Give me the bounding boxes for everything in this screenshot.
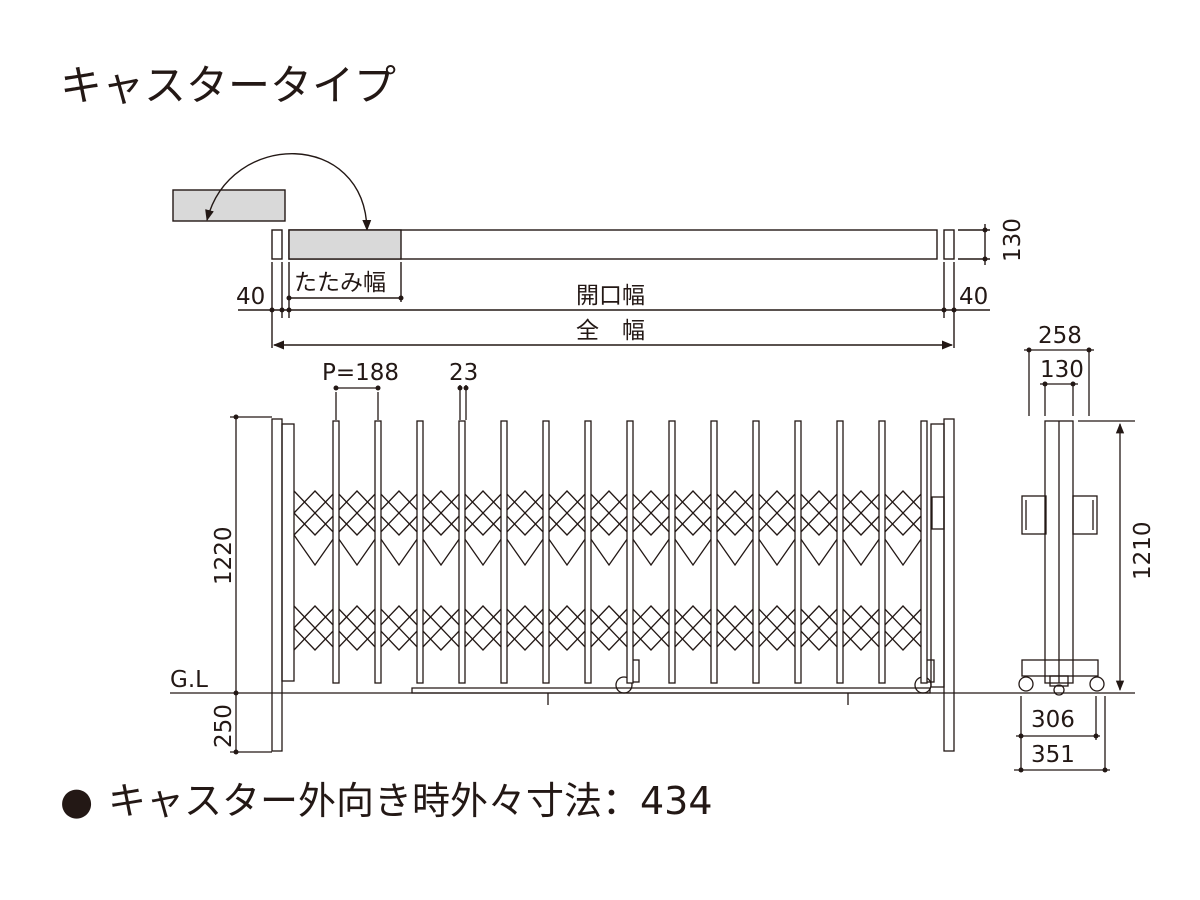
swing-arrow (205, 153, 372, 232)
footnote-bullet: ● (60, 779, 93, 823)
ground-label: G.L (170, 667, 208, 693)
side-caster-right (1089, 676, 1105, 692)
embed-depth-label: 250 (211, 704, 237, 748)
plan-right-post (943, 229, 955, 260)
bar-width-label: 23 (449, 360, 478, 386)
gate-bar (542, 420, 550, 684)
gate-bars (332, 420, 928, 684)
gate-bar (710, 420, 718, 684)
plan-left-post (271, 229, 283, 260)
front-dim-dots (233, 385, 469, 755)
side-caster-center (1053, 684, 1065, 696)
gate-bar (416, 420, 424, 684)
latch-box (931, 496, 945, 530)
front-right-post (943, 418, 955, 752)
gate-bar (878, 420, 886, 684)
front-right-frame (930, 423, 945, 688)
folded-width-label: たたみ幅 (294, 270, 386, 296)
plan-folded-section (288, 229, 402, 260)
caster-wheel-left (615, 676, 633, 694)
gate-bar (500, 420, 508, 684)
side-base (1021, 659, 1099, 677)
plan-depth-label: 130 (1000, 218, 1026, 262)
right-clearance-label: 40 (959, 284, 988, 310)
front-left-frame (281, 423, 295, 682)
side-caster-left (1018, 676, 1034, 692)
side-depth-total-label: 258 (1038, 323, 1082, 349)
side-height-label: 1210 (1130, 521, 1156, 580)
gate-bar (626, 420, 634, 684)
opening-width-label: 開口幅 (576, 283, 645, 309)
folded-block-alt (172, 189, 286, 222)
gate-bar (752, 420, 760, 684)
total-width-label: 全 幅 (576, 318, 645, 344)
gate-bar (374, 420, 382, 684)
left-clearance-label: 40 (236, 284, 265, 310)
side-dim-dots (1018, 347, 1108, 773)
plan-view (172, 153, 990, 350)
side-view (1014, 349, 1135, 772)
gate-bar (920, 420, 928, 684)
bottom-track (411, 687, 931, 694)
gate-height-label: 1220 (211, 526, 237, 585)
caster-inner-label: 306 (1031, 707, 1075, 733)
plan-dim-dots (269, 227, 988, 313)
page-title: キャスタータイプ (60, 61, 396, 110)
gate-bar (584, 420, 592, 684)
gate-bar (836, 420, 844, 684)
gate-bar (332, 420, 340, 684)
footnote-text: キャスター外向き時外々寸法：434 (108, 779, 713, 823)
caster-outer-label: 351 (1031, 742, 1075, 768)
side-handle-left (1021, 495, 1047, 535)
side-handle-right (1072, 495, 1098, 535)
front-left-post (271, 418, 283, 752)
front-view (170, 385, 1135, 753)
gate-bar (794, 420, 802, 684)
pitch-label: P=188 (322, 360, 399, 386)
side-post-depth-label: 130 (1040, 357, 1084, 383)
gate-bar (668, 420, 676, 684)
gate-bar (458, 420, 466, 684)
